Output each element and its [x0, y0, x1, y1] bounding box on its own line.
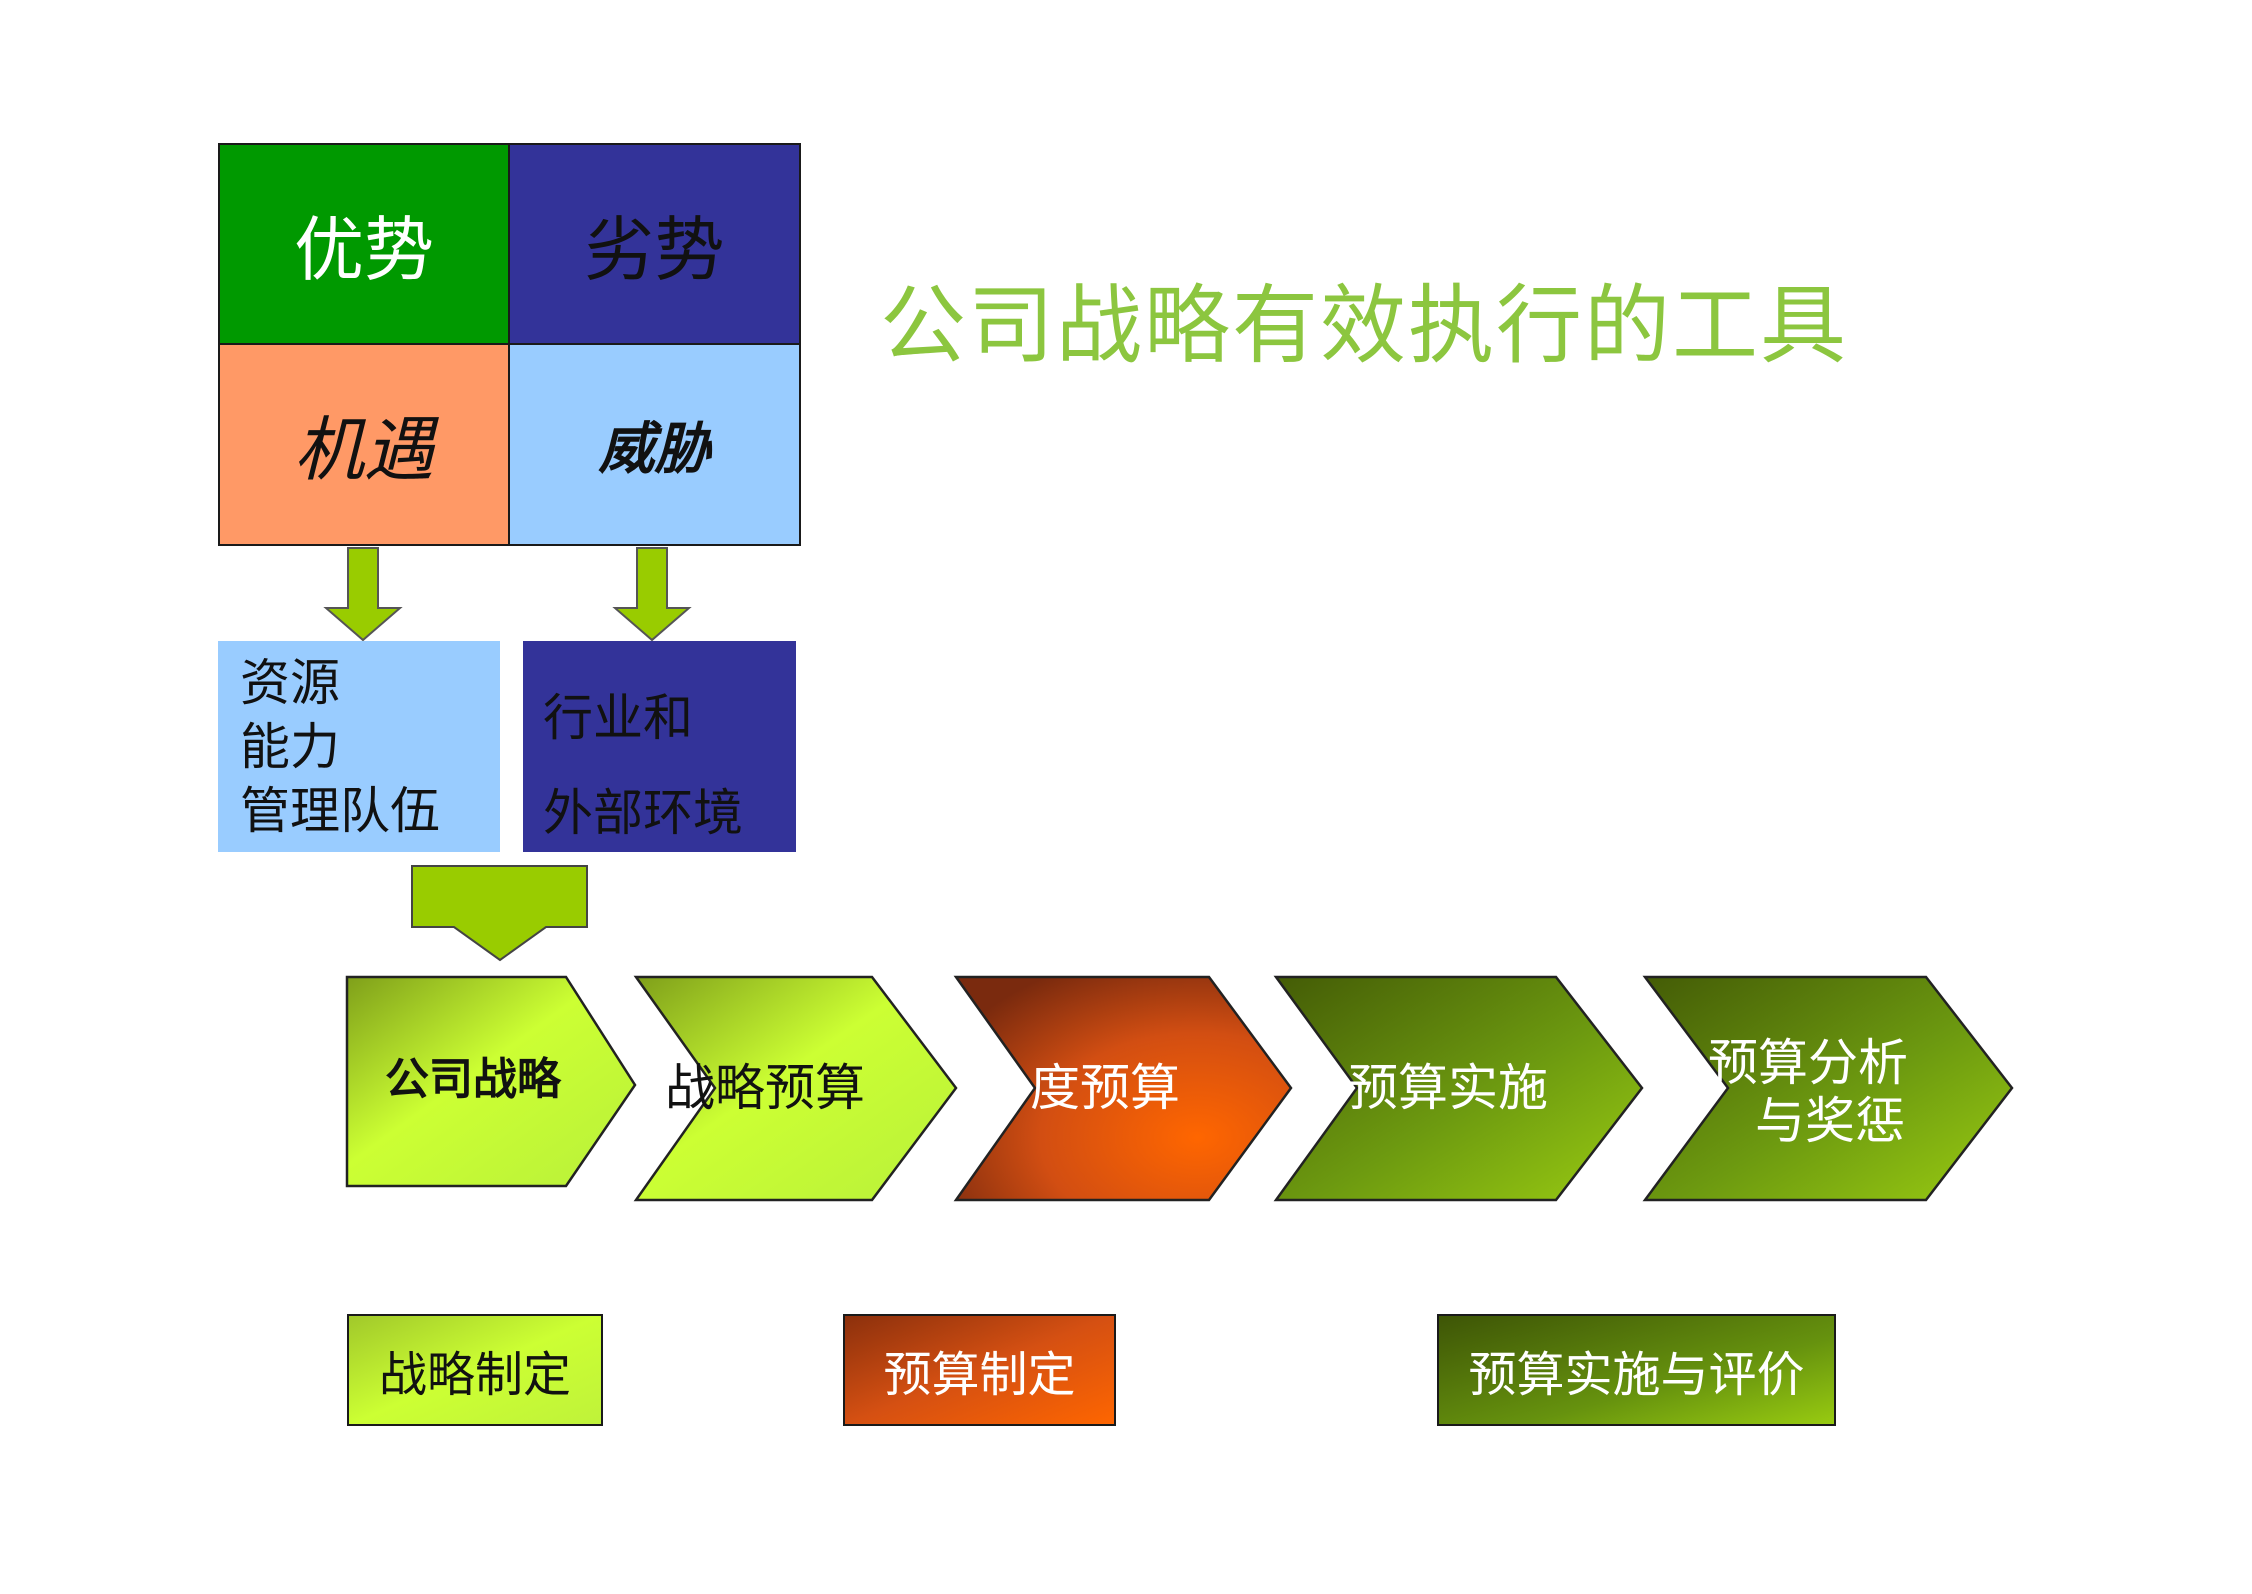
legend-budget: 预算制定 [843, 1314, 1116, 1426]
chevron-budget-execution [1273, 975, 1644, 1202]
internal-line-2: 能力 [240, 718, 340, 776]
internal-line-3: 管理队伍 [240, 782, 440, 840]
external-environment-box: 行业和 外部环境 [523, 641, 796, 852]
chevron-budget-analysis [1642, 975, 2014, 1202]
step-label-strategic-budget: 战略预算 [665, 1059, 865, 1117]
legend-strategy-label: 战略制定 [378, 1347, 571, 1403]
legend-execution-label: 预算实施与评价 [1468, 1347, 1805, 1403]
chevron-company-strategy [345, 975, 637, 1188]
strengths-label: 优势 [294, 208, 434, 291]
weaknesses-label: 劣势 [584, 208, 725, 291]
arrow-down-right [612, 547, 692, 642]
arrow-down-large [411, 865, 588, 962]
legend-budget-label: 预算制定 [883, 1347, 1076, 1403]
legend-budget-swatch [843, 1314, 1116, 1426]
legend-execution-swatch [1437, 1314, 1836, 1426]
page-title: 公司战略有效执行的工具 [880, 276, 1848, 376]
opportunities-label: 机遇 [294, 409, 434, 491]
strengths-cell: 优势 [220, 145, 510, 345]
opportunities-cell: 机遇 [220, 345, 510, 544]
internal-line-1: 资源 [240, 654, 340, 712]
chevron-annual-budget [953, 975, 1293, 1202]
step-label-budget-analysis-line2: 与奖惩 [1755, 1091, 1905, 1150]
threats-cell: 威胁 [510, 345, 799, 544]
step-label-budget-execution: 预算实施 [1348, 1059, 1548, 1117]
swot-grid: 优势 劣势 机遇 威胁 [218, 143, 801, 546]
weaknesses-cell: 劣势 [510, 145, 799, 345]
step-label-annual-budget: 度预算 [1030, 1059, 1180, 1117]
step-label-budget-analysis-line1: 预算分析 [1708, 1034, 1908, 1092]
external-line-2: 外部环境 [543, 784, 743, 842]
legend-execution: 预算实施与评价 [1437, 1314, 1836, 1426]
threats-label: 威胁 [598, 417, 711, 482]
legend-strategy: 战略制定 [347, 1314, 603, 1426]
legend-strategy-swatch [347, 1314, 603, 1426]
step-label-budget-analysis: 预算分析 与奖惩 [1708, 1034, 1908, 1150]
external-line-1: 行业和 [543, 689, 693, 747]
arrow-down-left [323, 547, 403, 642]
step-label-company-strategy: 公司战略 [385, 1054, 561, 1105]
internal-resources-box: 资源 能力 管理队伍 [218, 641, 500, 852]
chevron-strategic-budget [633, 975, 958, 1202]
